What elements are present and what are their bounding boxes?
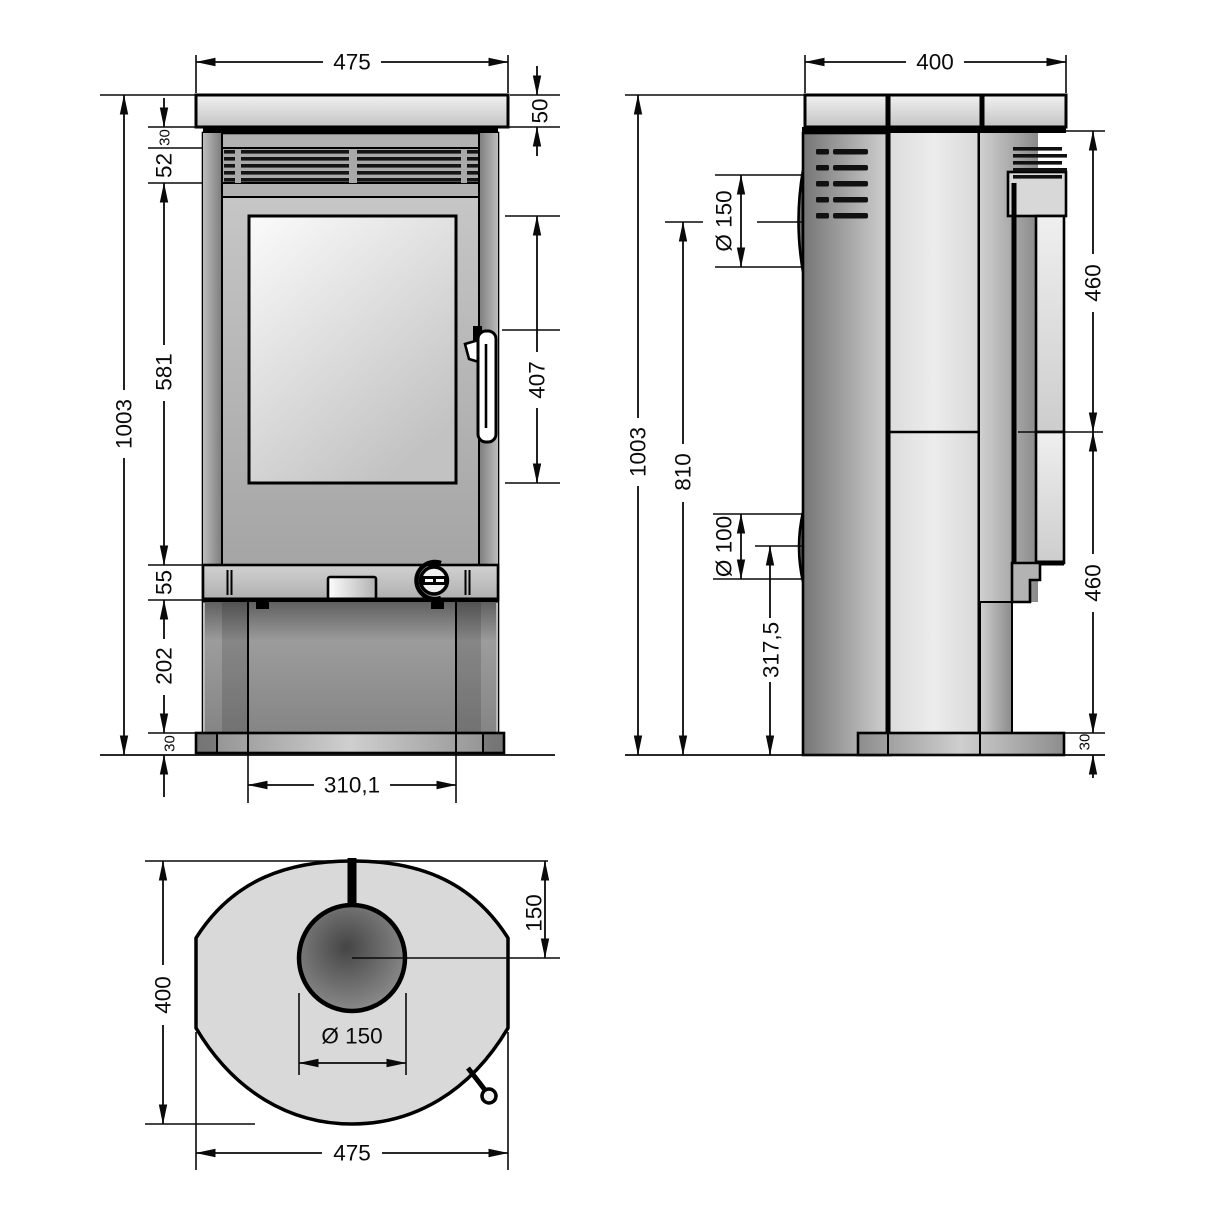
side-body-top-band xyxy=(802,127,1066,133)
front-door-glass xyxy=(247,214,458,485)
door-stop-right xyxy=(431,601,444,609)
front-vents-side-profile xyxy=(1013,147,1067,179)
dim-top-overall-width: 475 xyxy=(333,1141,371,1166)
dim-side-lower-outlet-center-height: 317,5 xyxy=(759,622,784,678)
front-dimensions: 475 50 30 52 581 1003 55 xyxy=(100,50,560,803)
dim-top-overall-depth: 400 xyxy=(151,976,176,1014)
dim-front-overall-width: 475 xyxy=(333,50,371,75)
front-stove-body xyxy=(194,93,510,755)
side-stove-body xyxy=(797,93,1068,757)
rear-vent-slots xyxy=(816,149,868,219)
dim-front-plinth-height: 30 xyxy=(162,735,179,752)
flue-slot xyxy=(347,858,357,910)
front-control-band xyxy=(201,559,500,603)
side-handle-step xyxy=(1010,561,1042,604)
side-door-glass-lower xyxy=(1034,430,1066,565)
dim-side-flue-center-height: 810 xyxy=(671,453,696,491)
dim-front-overall-height: 1003 xyxy=(112,399,137,449)
front-vent-grille xyxy=(221,147,480,184)
door-stop-left xyxy=(256,601,269,609)
side-front-lower xyxy=(979,601,1013,734)
dim-front-lower-panel-height: 202 xyxy=(152,647,177,685)
side-top-plate xyxy=(803,93,1068,129)
side-view: 400 1003 810 Ø 150 Ø 100 317,5 xyxy=(625,50,1106,778)
ash-drawer-handle xyxy=(326,575,378,602)
top-door-handle-pin xyxy=(466,1066,498,1105)
dim-side-plinth-height: 30 xyxy=(1077,734,1094,751)
dim-top-flue-center-offset: 150 xyxy=(522,894,547,932)
dim-side-front-lower-section: 460 xyxy=(1081,564,1106,602)
dim-front-glass-height: 407 xyxy=(525,361,550,399)
side-door-glass-upper xyxy=(1034,214,1066,434)
top-view: 400 150 Ø 150 475 xyxy=(145,858,560,1170)
front-door-handle xyxy=(463,326,498,444)
dim-front-top-plate-height: 50 xyxy=(528,98,553,123)
top-dimensions: 400 150 Ø 150 475 xyxy=(145,860,550,1170)
side-front-top-band xyxy=(1006,170,1068,218)
side-dimensions: 400 1003 810 Ø 150 Ø 100 317,5 xyxy=(625,50,1106,778)
side-rear-panel xyxy=(801,131,892,757)
dim-side-lower-outlet-diameter: Ø 100 xyxy=(712,516,737,577)
dim-top-flue-diameter: Ø 150 xyxy=(321,1024,382,1049)
front-lower-panel xyxy=(205,601,496,733)
front-body-top-band xyxy=(203,127,498,133)
front-top-plate xyxy=(194,93,510,129)
dim-front-door-section-height: 581 xyxy=(152,353,177,391)
front-view: 475 50 30 52 581 1003 55 xyxy=(100,50,560,803)
dim-front-plate-to-vent-gap: 30 xyxy=(157,129,174,146)
dim-side-overall-height: 1003 xyxy=(626,427,651,477)
dim-front-plinth-width: 310,1 xyxy=(324,773,380,798)
dim-front-vent-band-height: 52 xyxy=(152,153,177,178)
dim-side-front-upper-section: 460 xyxy=(1081,264,1106,302)
dim-side-flue-diameter: Ø 150 xyxy=(712,190,737,251)
front-base-plinth xyxy=(194,731,506,755)
dim-front-control-band-height: 55 xyxy=(152,570,177,595)
dim-side-overall-depth: 400 xyxy=(916,50,954,75)
